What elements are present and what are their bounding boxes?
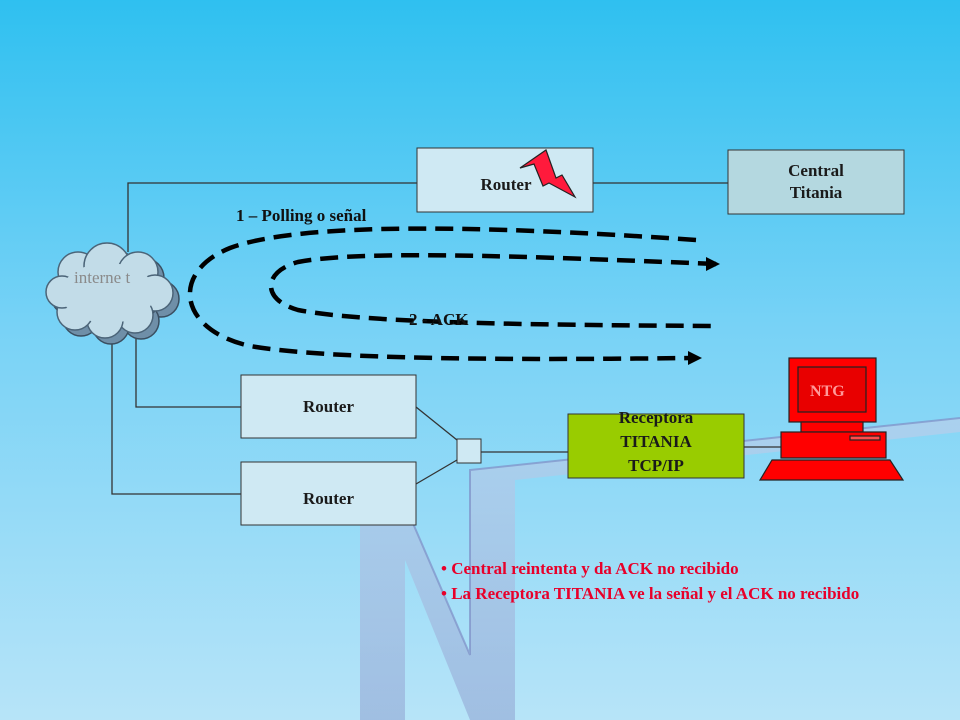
- router-bottom-box: [240, 461, 417, 526]
- note-item: • La Receptora TITANIA ve la señal y el …: [441, 584, 860, 603]
- cloud-icon: [45, 242, 180, 345]
- note-item: • Central reintenta y da ACK no recibido: [441, 559, 739, 578]
- polling-label: 1 – Polling o señal: [236, 206, 367, 225]
- notes-list: • Central reintenta y da ACK no recibido…: [441, 556, 881, 606]
- computer-icon: [758, 357, 905, 481]
- receptora-box: [567, 413, 745, 479]
- ack-arrow: [268, 252, 720, 329]
- line-router-bottom-hub: [415, 459, 458, 485]
- line-cloud-router-top: [127, 182, 417, 252]
- ack-label: 2 - ACK: [409, 310, 469, 329]
- central-box: [727, 149, 905, 215]
- router-top-label: Router: [480, 175, 532, 194]
- router-mid-box: [240, 374, 417, 439]
- ntg-label: NTG: [810, 383, 845, 400]
- connection-lines: [111, 182, 782, 495]
- router-mid-label: Router: [303, 396, 354, 416]
- line-cloud-router-bottom: [111, 325, 241, 495]
- line-router-mid-hub: [415, 406, 458, 441]
- internet-label: interne t: [74, 268, 131, 287]
- line-cloud-router-mid: [135, 320, 241, 408]
- hub-box: [456, 438, 482, 464]
- receptora-label: Receptora TITANIA TCP/IP: [618, 408, 694, 475]
- lightning-icon: [519, 149, 577, 199]
- router-bottom-label: Router: [303, 488, 354, 508]
- polling-arrow: [187, 226, 702, 365]
- central-label: Central Titania: [788, 161, 844, 202]
